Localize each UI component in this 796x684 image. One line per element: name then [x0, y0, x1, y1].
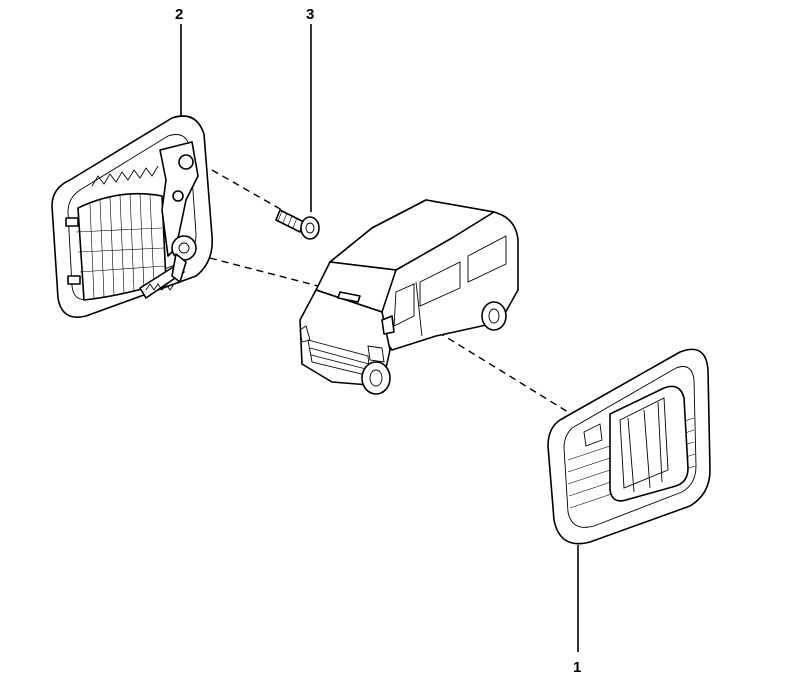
callout-2: 2 — [175, 6, 183, 118]
dashed-line-van-to-exterior-handle — [437, 331, 569, 413]
dashed-line-handle-to-screw — [211, 169, 283, 211]
callout-2-label: 2 — [175, 6, 183, 23]
exterior-door-handle-icon — [547, 348, 711, 545]
screw-icon — [275, 209, 320, 240]
interior-door-handle-mechanism-icon — [51, 115, 213, 318]
callout-1: 1 — [573, 545, 581, 676]
callout-3-label: 3 — [306, 6, 314, 23]
callout-1-label: 1 — [573, 659, 581, 676]
assembly-lines — [209, 169, 569, 413]
dashed-line-handle-to-van — [209, 257, 319, 287]
callout-3: 3 — [306, 6, 314, 212]
van-icon — [299, 199, 519, 395]
